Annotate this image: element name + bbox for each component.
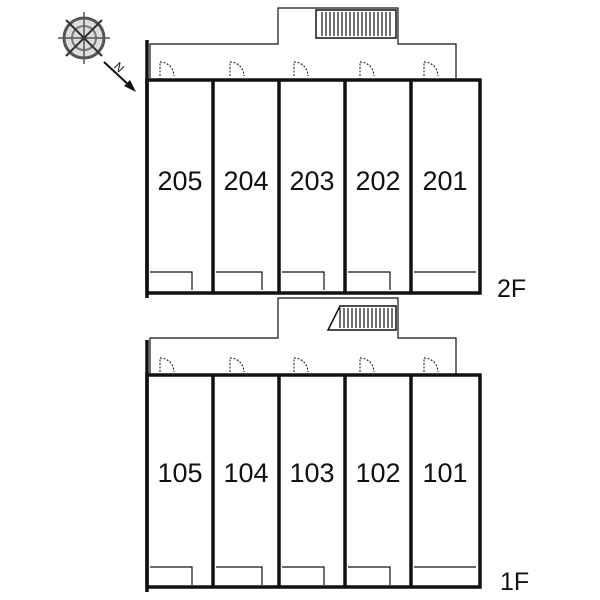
north-letter: N bbox=[111, 59, 127, 75]
door-swing-icon bbox=[359, 357, 375, 373]
floor-1f: 105 104 103 102 101 1F bbox=[145, 297, 529, 596]
door-swing-icon bbox=[423, 61, 439, 77]
room-201: 201 bbox=[422, 166, 467, 196]
room-104: 104 bbox=[223, 458, 268, 488]
room-102: 102 bbox=[355, 458, 400, 488]
floor-label-2f: 2F bbox=[497, 275, 526, 303]
stairs-2f bbox=[315, 9, 397, 39]
floor-2f: 205 204 203 202 201 2F bbox=[145, 7, 526, 303]
door-swing-icon bbox=[159, 357, 175, 373]
floor-label-1f: 1F bbox=[500, 568, 529, 596]
room-105: 105 bbox=[157, 458, 202, 488]
door-swing-icon bbox=[293, 61, 309, 77]
room-203: 203 bbox=[289, 166, 334, 196]
room-202: 202 bbox=[355, 166, 400, 196]
room-103: 103 bbox=[289, 458, 334, 488]
compass-icon: N bbox=[58, 12, 136, 92]
door-swing-icon bbox=[359, 61, 375, 77]
door-swing-icon bbox=[229, 61, 245, 77]
door-swing-icon bbox=[293, 357, 309, 373]
door-swing-icon bbox=[159, 61, 175, 77]
stairs-1f bbox=[326, 305, 397, 331]
door-swing-icon bbox=[229, 357, 245, 373]
door-swing-icon bbox=[423, 357, 439, 373]
room-204: 204 bbox=[223, 166, 268, 196]
room-205: 205 bbox=[157, 166, 202, 196]
room-101: 101 bbox=[422, 458, 467, 488]
